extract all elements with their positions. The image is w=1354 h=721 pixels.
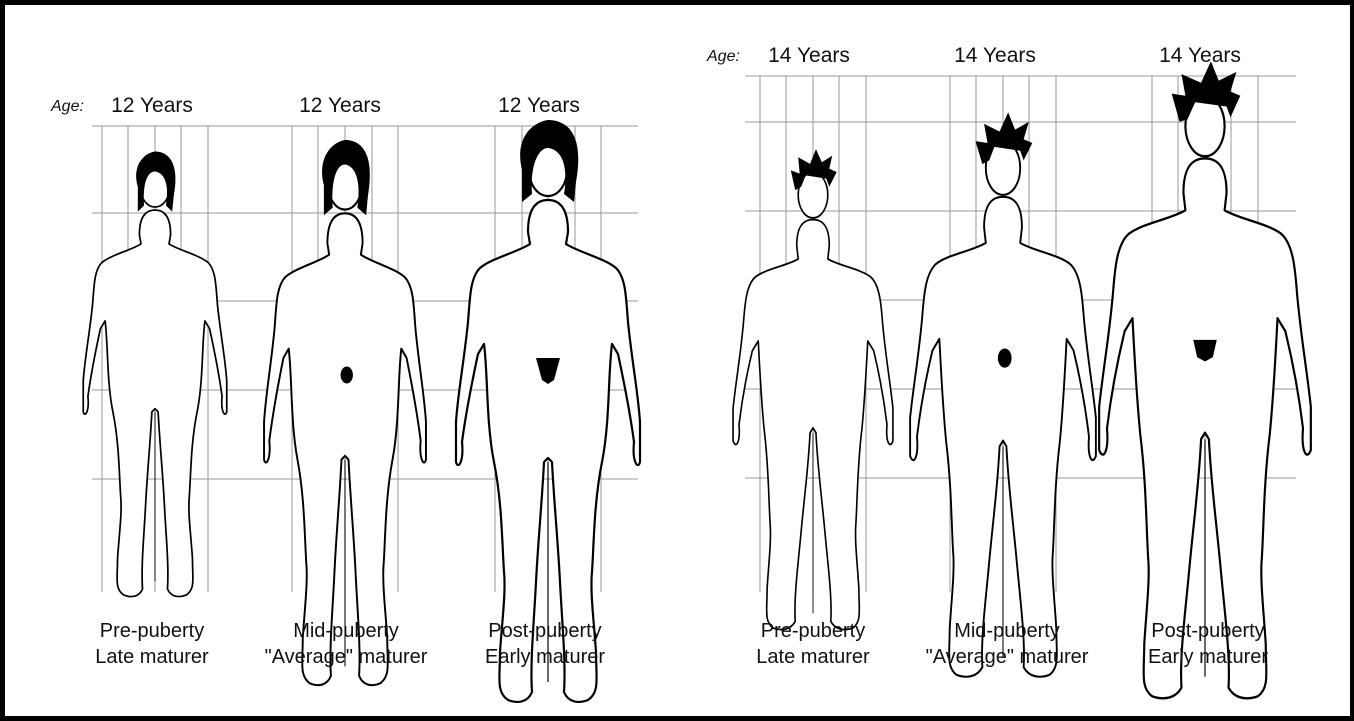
caption-stage: Pre-puberty [52, 618, 252, 644]
figure-girl-pre-puberty [83, 152, 227, 597]
caption-girl-mid: Mid-puberty "Average" maturer [246, 618, 446, 670]
caption-maturer: "Average" maturer [907, 644, 1107, 670]
caption-stage: Post-puberty [1108, 618, 1308, 644]
caption-maturer: Late maturer [713, 644, 913, 670]
figure-girl-mid-puberty [264, 140, 426, 685]
caption-boy-mid: Mid-puberty "Average" maturer [907, 618, 1107, 670]
caption-girl-post: Post-puberty Early maturer [445, 618, 645, 670]
caption-stage: Mid-puberty [907, 618, 1107, 644]
caption-maturer: Early maturer [1108, 644, 1308, 670]
age-value-boy-post: 14 Years [1130, 44, 1270, 68]
caption-boy-pre: Pre-puberty Late maturer [713, 618, 913, 670]
figure-boy-post-puberty [1099, 61, 1311, 698]
caption-stage: Mid-puberty [246, 618, 446, 644]
age-value-girl-mid: 12 Years [270, 94, 410, 118]
caption-maturer: Early maturer [445, 644, 645, 670]
age-value-boy-mid: 14 Years [925, 44, 1065, 68]
caption-maturer: "Average" maturer [246, 644, 446, 670]
age-value-boy-pre: 14 Years [739, 44, 879, 68]
caption-stage: Pre-puberty [713, 618, 913, 644]
age-value-girl-pre: 12 Years [82, 94, 222, 118]
age-value-girl-post: 12 Years [469, 94, 609, 118]
caption-boy-post: Post-puberty Early maturer [1108, 618, 1308, 670]
caption-girl-pre: Pre-puberty Late maturer [52, 618, 252, 670]
age-label-left: Age: [51, 98, 84, 116]
caption-maturer: Late maturer [52, 644, 252, 670]
age-label-right: Age: [707, 48, 740, 66]
figure-girl-post-puberty [456, 120, 640, 702]
figure-boy-mid-puberty [910, 112, 1096, 676]
caption-stage: Post-puberty [445, 618, 645, 644]
